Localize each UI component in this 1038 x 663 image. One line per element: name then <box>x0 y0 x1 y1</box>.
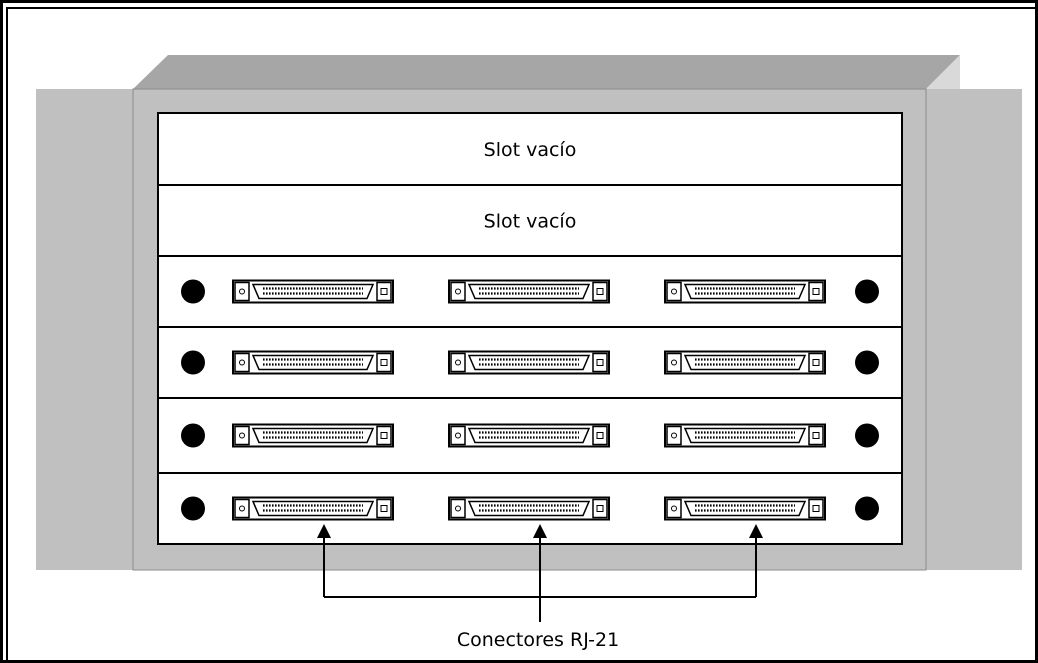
rj21-connector <box>232 350 394 375</box>
right-mounting-ear <box>926 89 1022 570</box>
rj21-connector <box>664 423 826 448</box>
inner-frame <box>6 7 1038 663</box>
screw-hole <box>181 279 205 304</box>
callout-label: Conectores RJ-21 <box>457 629 619 651</box>
connector-callout <box>317 524 763 622</box>
slot-label: Slot vacío <box>484 139 577 161</box>
arrow-head <box>533 524 547 538</box>
slot-label: Slot vacío <box>484 211 577 233</box>
rj21-connector <box>232 496 394 521</box>
line-card-slot <box>157 326 903 399</box>
rj21-connector <box>664 279 826 304</box>
screw-hole <box>181 350 205 375</box>
empty-slot: Slot vacío <box>157 112 903 186</box>
rj21-connector <box>664 350 826 375</box>
screw-hole <box>855 350 879 375</box>
screw-hole <box>181 496 205 521</box>
screw-hole <box>855 496 879 521</box>
rj21-connector <box>232 279 394 304</box>
chassis-top-face <box>133 55 960 89</box>
rj21-connector <box>448 350 610 375</box>
chassis-top-right-face <box>926 55 960 89</box>
rj21-connector <box>448 496 610 521</box>
arrow-head <box>317 524 331 538</box>
empty-slot: Slot vacío <box>157 184 903 257</box>
line-card-slot <box>157 397 903 474</box>
rj21-connector <box>448 279 610 304</box>
screw-hole <box>855 279 879 304</box>
screw-hole <box>855 423 879 448</box>
left-mounting-ear <box>36 89 133 570</box>
rj21-connector <box>664 496 826 521</box>
arrow-head <box>749 524 763 538</box>
rj21-connector <box>232 423 394 448</box>
line-card-slot <box>157 472 903 545</box>
line-card-slot <box>157 255 903 328</box>
rj21-connector <box>448 423 610 448</box>
screw-hole <box>181 423 205 448</box>
